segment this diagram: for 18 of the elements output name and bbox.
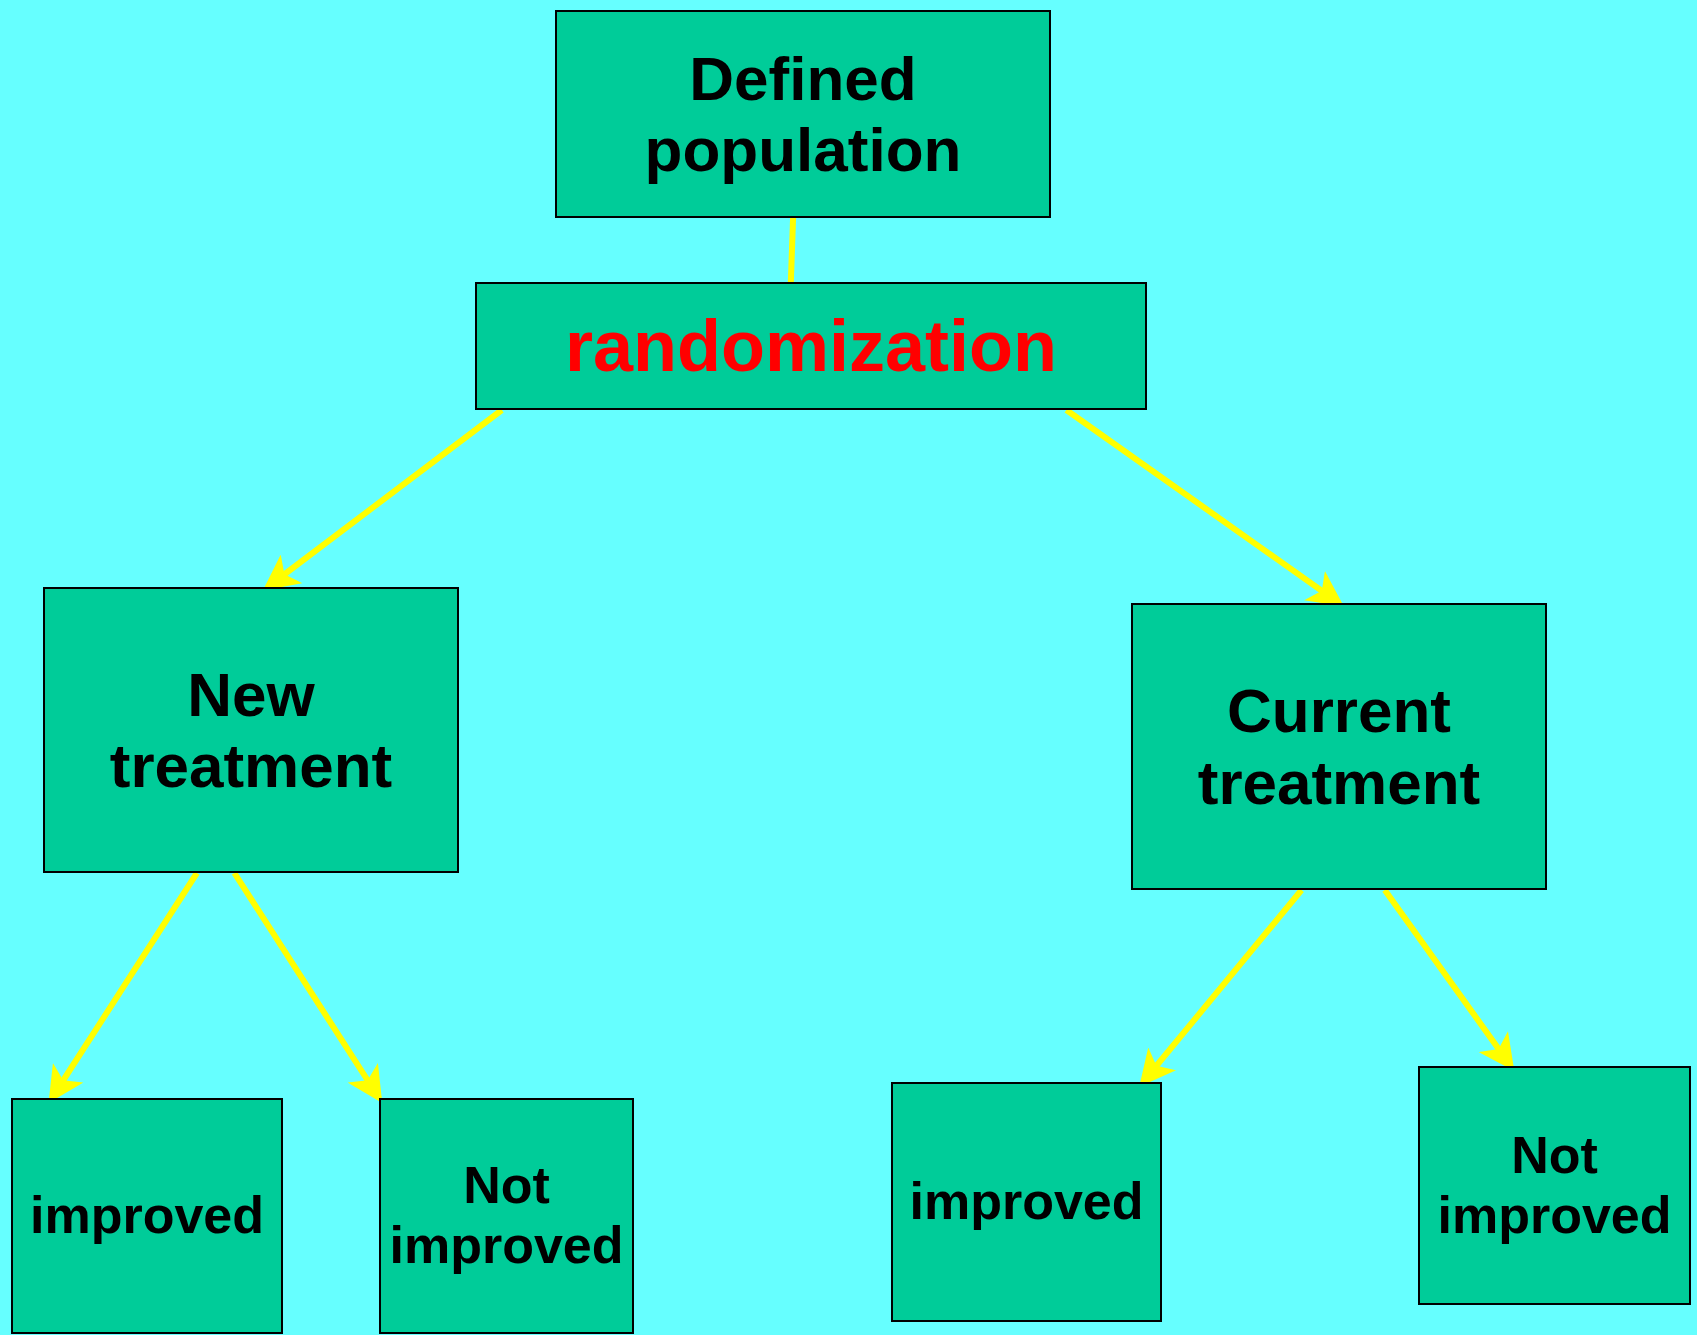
box-label: improved bbox=[29, 1186, 265, 1246]
connector-line bbox=[787, 217, 797, 283]
process-box bbox=[555, 10, 1051, 218]
process-box bbox=[379, 1098, 634, 1334]
process-box bbox=[1418, 1066, 1691, 1305]
box-label: Defined population bbox=[643, 42, 963, 186]
process-box bbox=[43, 587, 459, 873]
box-label: randomization bbox=[565, 304, 1057, 388]
arrow bbox=[231, 871, 383, 1104]
process-box bbox=[891, 1082, 1162, 1322]
process-box bbox=[11, 1098, 283, 1334]
process-box bbox=[475, 282, 1147, 410]
box-label: Not improved bbox=[389, 1156, 624, 1276]
box-label: Not improved bbox=[1436, 1125, 1673, 1246]
box-label: Current treatment bbox=[1196, 675, 1482, 818]
box-label: New treatment bbox=[108, 658, 394, 802]
box-label: improved bbox=[909, 1172, 1144, 1232]
process-box bbox=[1131, 603, 1547, 890]
